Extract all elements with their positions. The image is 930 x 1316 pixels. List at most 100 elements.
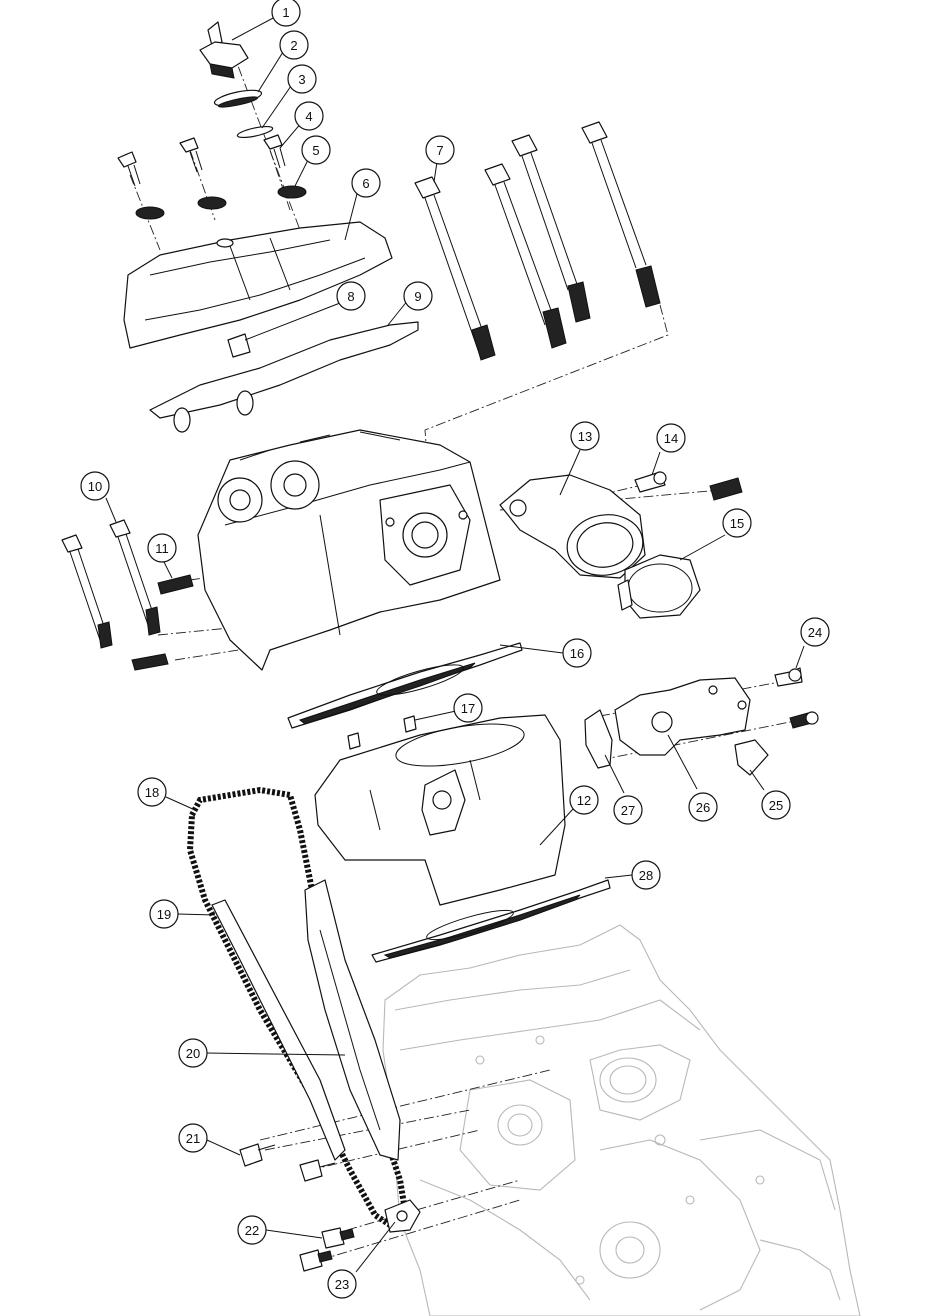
callout-circle [403,281,433,311]
callout-16: 16 [562,638,592,668]
callout-circle [287,64,317,94]
callout-circle [178,1123,208,1153]
callout-number: 18 [145,785,159,800]
callout-7: 7 [425,135,455,165]
callout-circle [722,508,752,538]
chain-guide-rail [304,879,401,1161]
callout-circle [631,860,661,890]
callout-number: 5 [312,143,319,158]
crankcase-ghost [382,924,861,1316]
callout-number: 28 [639,868,653,883]
callout-number: 26 [696,800,710,815]
cylinder-dowels [347,715,417,750]
callout-6: 6 [351,168,381,198]
callout-12: 12 [569,785,599,815]
callout-number: 1 [282,5,289,20]
callout-11: 11 [147,533,177,563]
cover-gasket [149,321,419,433]
boot-screws [634,471,743,501]
callout-number: 20 [186,1046,200,1061]
callout-number: 8 [347,289,354,304]
callout-21: 21 [178,1123,208,1153]
callout-14: 14 [656,423,686,453]
callout-2: 2 [279,30,309,60]
callout-circle [237,1215,267,1245]
callout-number: 17 [461,701,475,716]
leader-lines [105,16,805,1273]
callout-9: 9 [403,281,433,311]
cylinder-block [314,714,566,906]
callout-number: 3 [298,72,305,87]
callout-circle [301,135,331,165]
callout-circle [137,777,167,807]
callout-8: 8 [336,281,366,311]
callout-circle [279,30,309,60]
callout-circle [570,421,600,451]
callout-circle [147,533,177,563]
studs [131,574,194,671]
callout-number: 22 [245,1223,259,1238]
callout-24: 24 [800,617,830,647]
callout-number: 19 [157,907,171,922]
callout-number: 27 [621,803,635,818]
callout-circle [271,0,301,27]
callout-circle [562,638,592,668]
callout-number: 15 [730,516,744,531]
callout-15: 15 [722,508,752,538]
callout-circle [425,135,455,165]
callout-17: 17 [453,693,483,723]
callout-number: 2 [290,38,297,53]
callout-number: 9 [414,289,421,304]
callout-number: 14 [664,431,678,446]
callout-circle [149,899,179,929]
callout-25: 25 [761,790,791,820]
callout-22: 22 [237,1215,267,1245]
callout-20: 20 [178,1038,208,1068]
callout-circle [613,795,643,825]
tensioner-gasket [584,709,613,769]
callout-circle [800,617,830,647]
callout-13: 13 [570,421,600,451]
valve-cover [123,221,393,349]
callout-4: 4 [294,101,324,131]
callout-circle [80,471,110,501]
callout-27: 27 [613,795,643,825]
callout-circle [336,281,366,311]
callout-circle [351,168,381,198]
base-gasket [371,879,611,963]
callout-circle [327,1269,357,1299]
small-o-ring [236,125,274,139]
head-gasket [287,642,523,729]
oil-filler-cap [199,21,249,79]
tensioner-bolts [774,667,819,729]
callout-number: 12 [577,793,591,808]
chain-tensioner-rail [211,899,346,1161]
callout-circle [656,423,686,453]
callout-circle [761,790,791,820]
callout-28: 28 [631,860,661,890]
callout-circle [569,785,599,815]
callout-5: 5 [301,135,331,165]
tensioner-housing [614,677,769,776]
callout-circle [453,693,483,723]
callout-3: 3 [287,64,317,94]
intake-boot [499,474,646,579]
cylinder-head-bolts [414,121,661,361]
callout-number: 16 [570,646,584,661]
callout-10: 10 [80,471,110,501]
cylinder-head [197,429,501,671]
callout-number: 24 [808,625,822,640]
callout-number: 4 [305,109,312,124]
callout-26: 26 [688,792,718,822]
callout-number: 11 [155,541,169,556]
callout-23: 23 [327,1269,357,1299]
callout-19: 19 [149,899,179,929]
callout-1: 1 [271,0,301,27]
filler-o-ring [213,89,263,108]
rubber-grommets [135,185,307,220]
callout-number: 13 [578,429,592,444]
callout-number: 10 [88,479,102,494]
callout-circle [294,101,324,131]
